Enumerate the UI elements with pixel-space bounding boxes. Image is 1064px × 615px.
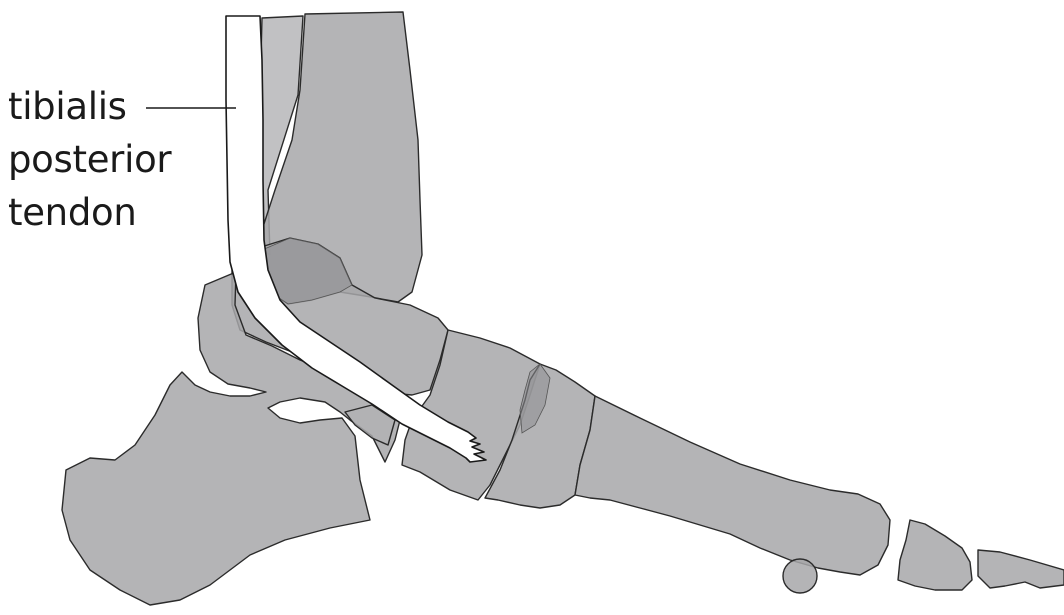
distal-phalanx-bone — [978, 550, 1064, 588]
proximal-phalanx-bone — [898, 520, 972, 590]
first-metatarsal-bone — [575, 396, 890, 575]
tendon-label: tibialis posterior tendon — [8, 80, 171, 239]
label-line-1: tibialis — [8, 80, 171, 133]
label-line-3: tendon — [8, 186, 171, 239]
label-line-2: posterior — [8, 133, 171, 186]
sesamoid-bone — [783, 559, 817, 593]
